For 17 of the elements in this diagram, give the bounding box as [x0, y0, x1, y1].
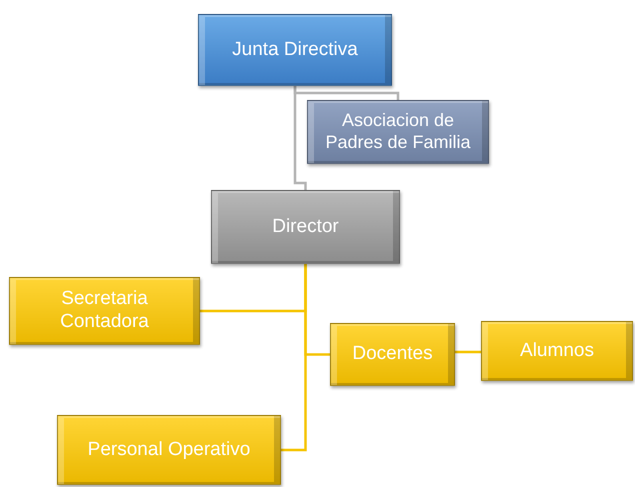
box-label: Alumnos [520, 340, 594, 362]
org-box [198, 14, 392, 86]
connector-line [294, 86, 307, 190]
box-label: Secretaria Contadora [59, 288, 150, 334]
box-label: Director [272, 216, 339, 238]
org-box [330, 323, 455, 386]
box-label: Personal Operativo [88, 438, 250, 462]
connector-line [281, 264, 307, 452]
org-box [211, 190, 400, 264]
org-box [9, 277, 200, 345]
org-box [481, 321, 633, 381]
org-box [57, 415, 281, 485]
box-label: Junta Directiva [232, 38, 358, 62]
box-label: Docentes [352, 343, 433, 366]
box-label: Asociacion de Padres de Familia [324, 110, 472, 154]
connector-line [455, 350, 481, 354]
org-box [307, 100, 489, 164]
